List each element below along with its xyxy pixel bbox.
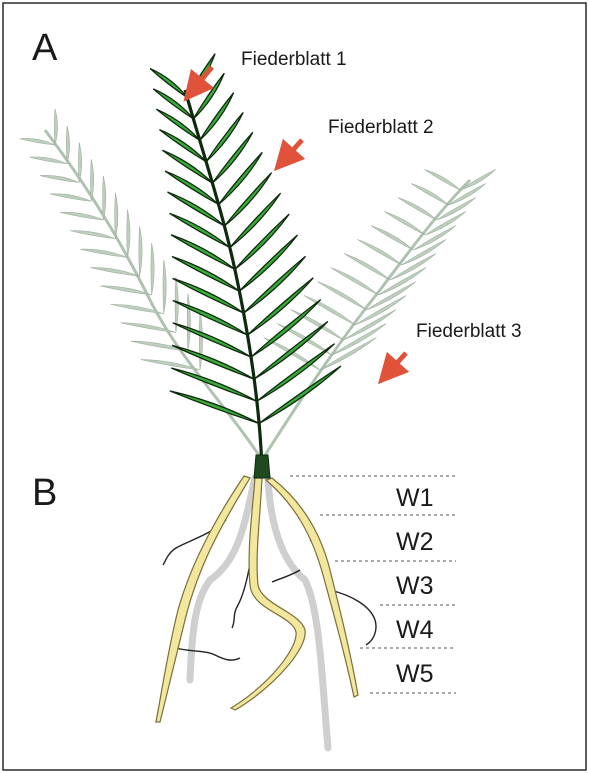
leaflet (371, 226, 413, 251)
root-zone-label-w2: W2 (396, 528, 434, 556)
leaflet (172, 257, 239, 292)
leaflet (139, 226, 142, 276)
leaflet (40, 175, 79, 182)
leaflet (230, 193, 281, 247)
root-zone-label-w4: W4 (396, 616, 434, 644)
leaflet (50, 194, 91, 201)
leaflet (460, 170, 496, 191)
leaflet (70, 231, 115, 239)
leaflet (173, 278, 244, 313)
leaflet (235, 214, 289, 269)
panel-label-b: B (32, 472, 57, 514)
leaflet (60, 212, 103, 220)
leaflet (121, 323, 176, 333)
leaflet (344, 254, 390, 281)
arrow-icon (284, 140, 302, 160)
leaflet (219, 152, 263, 204)
leaflet (103, 176, 106, 220)
leaflet (199, 310, 202, 370)
panel-label-a: A (32, 27, 58, 69)
root-zone-label-w5: W5 (396, 660, 434, 688)
leaflet (30, 157, 67, 164)
faded-right-leaf (262, 170, 496, 461)
leaflet (320, 338, 376, 371)
leaflet (66, 126, 69, 164)
leaflet (224, 173, 271, 226)
leaflet (247, 278, 313, 335)
leaflet (163, 260, 166, 314)
leaflet (171, 235, 235, 270)
root-system (156, 455, 376, 748)
leaflet (384, 212, 425, 236)
leaflet (357, 240, 401, 266)
leaflet (54, 109, 57, 145)
leaflet (151, 243, 154, 295)
leaflet (173, 301, 248, 335)
leaflet (187, 293, 190, 351)
callout-label-leaf-2: Fiederblatt 2 (328, 117, 434, 138)
leaflet (424, 170, 460, 191)
leaflet (127, 210, 130, 258)
leaflet (259, 366, 341, 423)
leaflet (150, 69, 187, 98)
leaflet (239, 235, 297, 291)
arrow-icon (388, 353, 406, 373)
leaflet (91, 159, 94, 201)
callout-arrows (193, 67, 406, 373)
callout-label-leaf-1: Fiederblatt 1 (241, 49, 347, 70)
main-frond (150, 54, 341, 470)
leaflet (398, 198, 437, 221)
root-crown (254, 455, 270, 478)
root-zone-label-w3: W3 (396, 572, 434, 600)
leaflet (244, 256, 306, 313)
leaflet (411, 184, 448, 206)
leaflet (173, 323, 251, 357)
leaflet (80, 249, 127, 257)
callout-label-leaf-3: Fiederblatt 3 (416, 321, 522, 342)
arrow-icon (193, 67, 212, 90)
leaflet (115, 193, 118, 239)
leaflet (257, 344, 335, 402)
root-zone-label-w1: W1 (396, 484, 434, 512)
root-right (266, 478, 358, 697)
leaflet (20, 138, 55, 145)
leaflet (78, 143, 81, 183)
